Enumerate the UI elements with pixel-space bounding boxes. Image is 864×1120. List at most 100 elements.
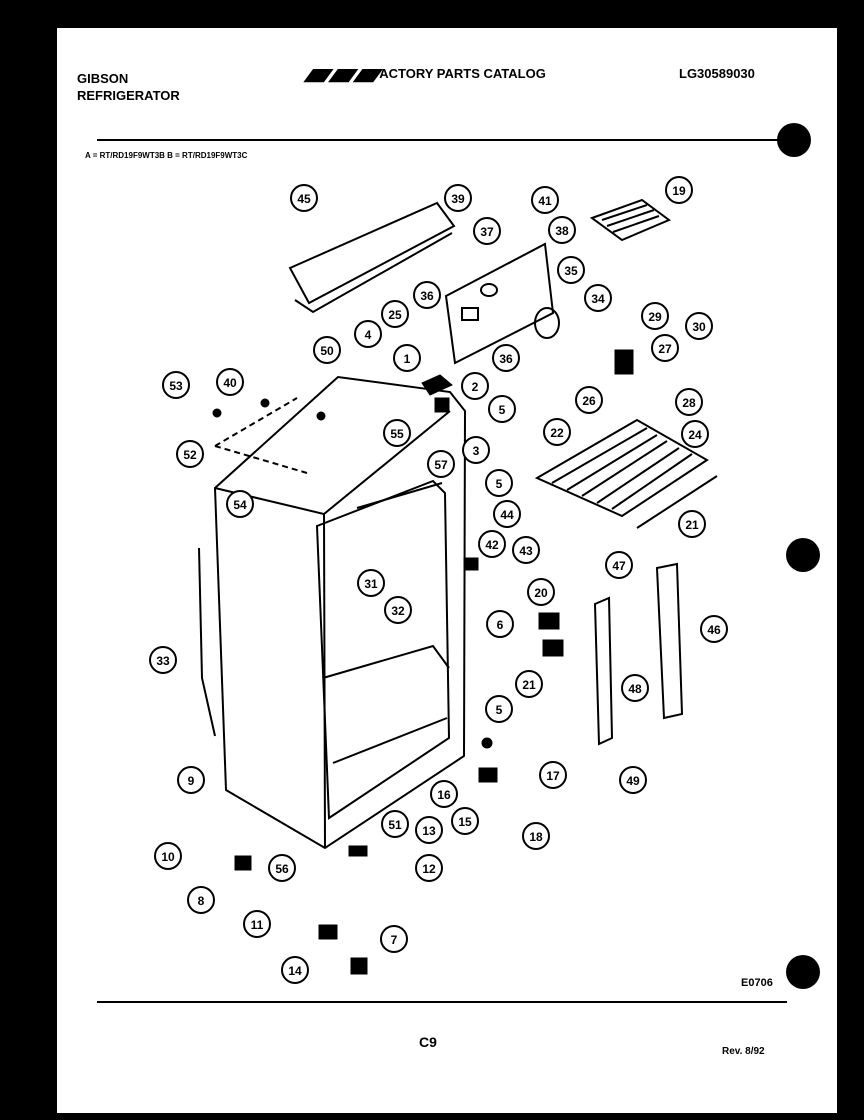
callout-6: 6: [486, 610, 514, 638]
callout-number: 13: [422, 824, 436, 838]
callout-number: 35: [564, 264, 578, 278]
callout-51: 51: [381, 810, 409, 838]
callout-10: 10: [154, 842, 182, 870]
callout-36: 36: [492, 344, 520, 372]
callout-number: 11: [251, 918, 264, 932]
callout-number: 5: [496, 703, 503, 717]
callout-47: 47: [605, 551, 633, 579]
binder-hole: [786, 538, 820, 572]
callout-13: 13: [415, 816, 443, 844]
callout-number: 36: [420, 289, 434, 303]
callout-5: 5: [488, 395, 516, 423]
callout-16: 16: [430, 780, 458, 808]
callout-number: 17: [546, 769, 560, 783]
callout-number: 37: [480, 225, 494, 239]
callout-24: 24: [681, 420, 709, 448]
callout-57: 57: [427, 450, 455, 478]
callout-number: 21: [522, 678, 536, 692]
callout-43: 43: [512, 536, 540, 564]
brand-name: GIBSON: [77, 71, 129, 86]
callout-19: 19: [665, 176, 693, 204]
callout-46: 46: [700, 615, 728, 643]
callout-number: 57: [434, 458, 448, 472]
callout-number: 2: [472, 380, 479, 394]
callout-number: 1: [404, 352, 411, 366]
callout-number: 36: [499, 352, 513, 366]
callout-25: 25: [381, 300, 409, 328]
callout-8: 8: [187, 886, 215, 914]
callout-40: 40: [216, 368, 244, 396]
callout-34: 34: [584, 284, 612, 312]
callout-38: 38: [548, 216, 576, 244]
callout-39: 39: [444, 184, 472, 212]
callout-54: 54: [226, 490, 254, 518]
callout-number: 41: [538, 194, 552, 208]
callout-number: 40: [223, 376, 237, 390]
callout-42: 42: [478, 530, 506, 558]
callout-21: 21: [678, 510, 706, 538]
callout-3: 3: [462, 436, 490, 464]
callout-number: 5: [496, 477, 503, 491]
callout-48: 48: [621, 674, 649, 702]
callout-number: 25: [388, 308, 402, 322]
callout-number: 46: [707, 623, 721, 637]
callout-15: 15: [451, 807, 479, 835]
callout-number: 49: [626, 774, 640, 788]
callout-22: 22: [543, 418, 571, 446]
callout-number: 45: [297, 192, 311, 206]
revision-date: Rev. 8/92: [722, 1046, 765, 1057]
catalog-page: GIBSON REFRIGERATOR ▰▰▰ FACTORY PARTS CA…: [57, 28, 837, 1113]
callout-number: 42: [485, 538, 499, 552]
callout-30: 30: [685, 312, 713, 340]
callout-number: 14: [288, 964, 302, 978]
callout-number: 5: [499, 403, 506, 417]
callout-27: 27: [651, 334, 679, 362]
callout-28: 28: [675, 388, 703, 416]
callout-number: 29: [648, 310, 662, 324]
page-number: C9: [419, 1034, 437, 1050]
callout-7: 7: [380, 925, 408, 953]
catalog-title: FACTORY PARTS CATALOG: [372, 66, 546, 81]
callout-56: 56: [268, 854, 296, 882]
callout-number: 38: [555, 224, 569, 238]
callout-9: 9: [177, 766, 205, 794]
callout-5: 5: [485, 695, 513, 723]
callout-number: 56: [275, 862, 289, 876]
header-rule: [97, 139, 787, 141]
callout-number: 51: [388, 818, 402, 832]
callout-14: 14: [281, 956, 309, 984]
callout-number: 47: [612, 559, 626, 573]
callout-11: 11: [243, 910, 271, 938]
binder-hole: [777, 123, 811, 157]
top-panels: [198, 198, 718, 746]
callout-number: 55: [390, 427, 404, 441]
callout-number: 33: [156, 654, 170, 668]
callout-44: 44: [493, 500, 521, 528]
callout-31: 31: [357, 569, 385, 597]
callout-50: 50: [313, 336, 341, 364]
callout-2: 2: [461, 372, 489, 400]
cabinet-body: [213, 375, 467, 850]
model-numbers: A = RT/RD19F9WT3B B = RT/RD19F9WT3C: [85, 151, 248, 160]
callout-number: 12: [422, 862, 436, 876]
callout-53: 53: [162, 371, 190, 399]
callout-33: 33: [149, 646, 177, 674]
product-type: REFRIGERATOR: [77, 88, 180, 103]
callout-number: 24: [688, 428, 702, 442]
callout-number: 8: [198, 894, 205, 908]
diagram-code: E0706: [741, 977, 773, 989]
callout-number: 3: [473, 444, 480, 458]
callout-17: 17: [539, 761, 567, 789]
callout-number: 4: [365, 328, 372, 342]
callout-number: 27: [658, 342, 672, 356]
callout-number: 22: [550, 426, 564, 440]
callout-49: 49: [619, 766, 647, 794]
callout-52: 52: [176, 440, 204, 468]
callout-number: 19: [672, 184, 686, 198]
callout-number: 20: [534, 586, 548, 600]
callout-26: 26: [575, 386, 603, 414]
callout-55: 55: [383, 419, 411, 447]
callout-32: 32: [384, 596, 412, 624]
